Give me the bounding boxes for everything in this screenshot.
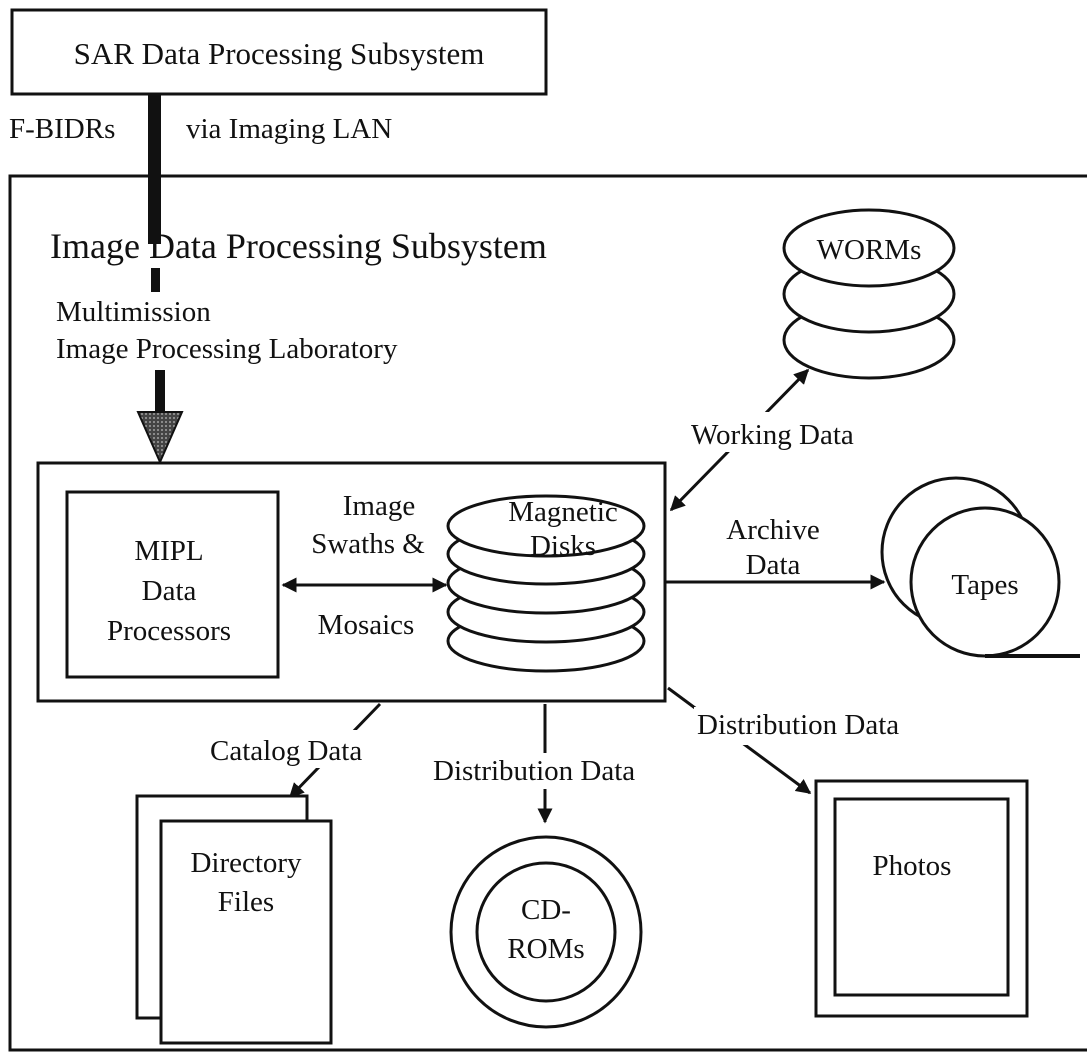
cdrom-label-line1: CD-	[521, 894, 571, 926]
sar-subsystem-box: SAR Data Processing Subsystem	[10, 8, 548, 96]
archive-label-line1: Archive	[726, 514, 819, 546]
catalog-data-label: Catalog Data	[210, 735, 362, 767]
tapes-label: Tapes	[951, 569, 1018, 601]
cdrom-label-line2: ROMs	[507, 933, 584, 965]
mipl-label-line2: Data	[142, 575, 197, 607]
directory-label-line2: Files	[218, 886, 274, 918]
disks-label-line2: Disks	[530, 530, 596, 562]
disks-label-line1: Magnetic	[508, 496, 618, 528]
worms-icon	[782, 208, 956, 380]
idps-title: Image Data Processing Subsystem	[50, 226, 547, 266]
mipl-lab-line1: Multimission	[56, 296, 211, 328]
input-link-line	[136, 94, 184, 465]
cd-roms-icon	[449, 835, 643, 1029]
swaths-label-line3: Mosaics	[318, 609, 415, 641]
tapes-icon	[880, 476, 1080, 658]
swaths-label-line1: Image	[343, 490, 415, 522]
idps-frame	[8, 174, 1087, 1052]
worms-label: WORMs	[817, 234, 922, 266]
swaths-label-line2: Swaths &	[311, 528, 425, 560]
sar-subsystem-label: SAR Data Processing Subsystem	[74, 36, 485, 71]
mipl-label-line3: Processors	[107, 615, 231, 647]
imaging-lan-label: via Imaging LAN	[186, 113, 392, 145]
magnetic-disks-icon	[446, 494, 646, 673]
photos-distribution-label: Distribution Data	[697, 709, 899, 741]
photos-icon	[814, 779, 1029, 1018]
directory-files-icon	[135, 794, 333, 1045]
cdrom-distribution-label: Distribution Data	[433, 755, 635, 787]
mipl-label-line1: MIPL	[134, 535, 203, 567]
mipl-data-processors-box: MIPL Data Processors	[65, 490, 280, 679]
f-bidrs-label: F-BIDRs	[9, 113, 115, 145]
working-data-label: Working Data	[691, 419, 854, 451]
directory-label-line1: Directory	[190, 847, 302, 879]
photos-label: Photos	[873, 850, 952, 882]
archive-label-line2: Data	[746, 549, 801, 581]
mipl-lab-line2: Image Processing Laboratory	[56, 333, 398, 365]
